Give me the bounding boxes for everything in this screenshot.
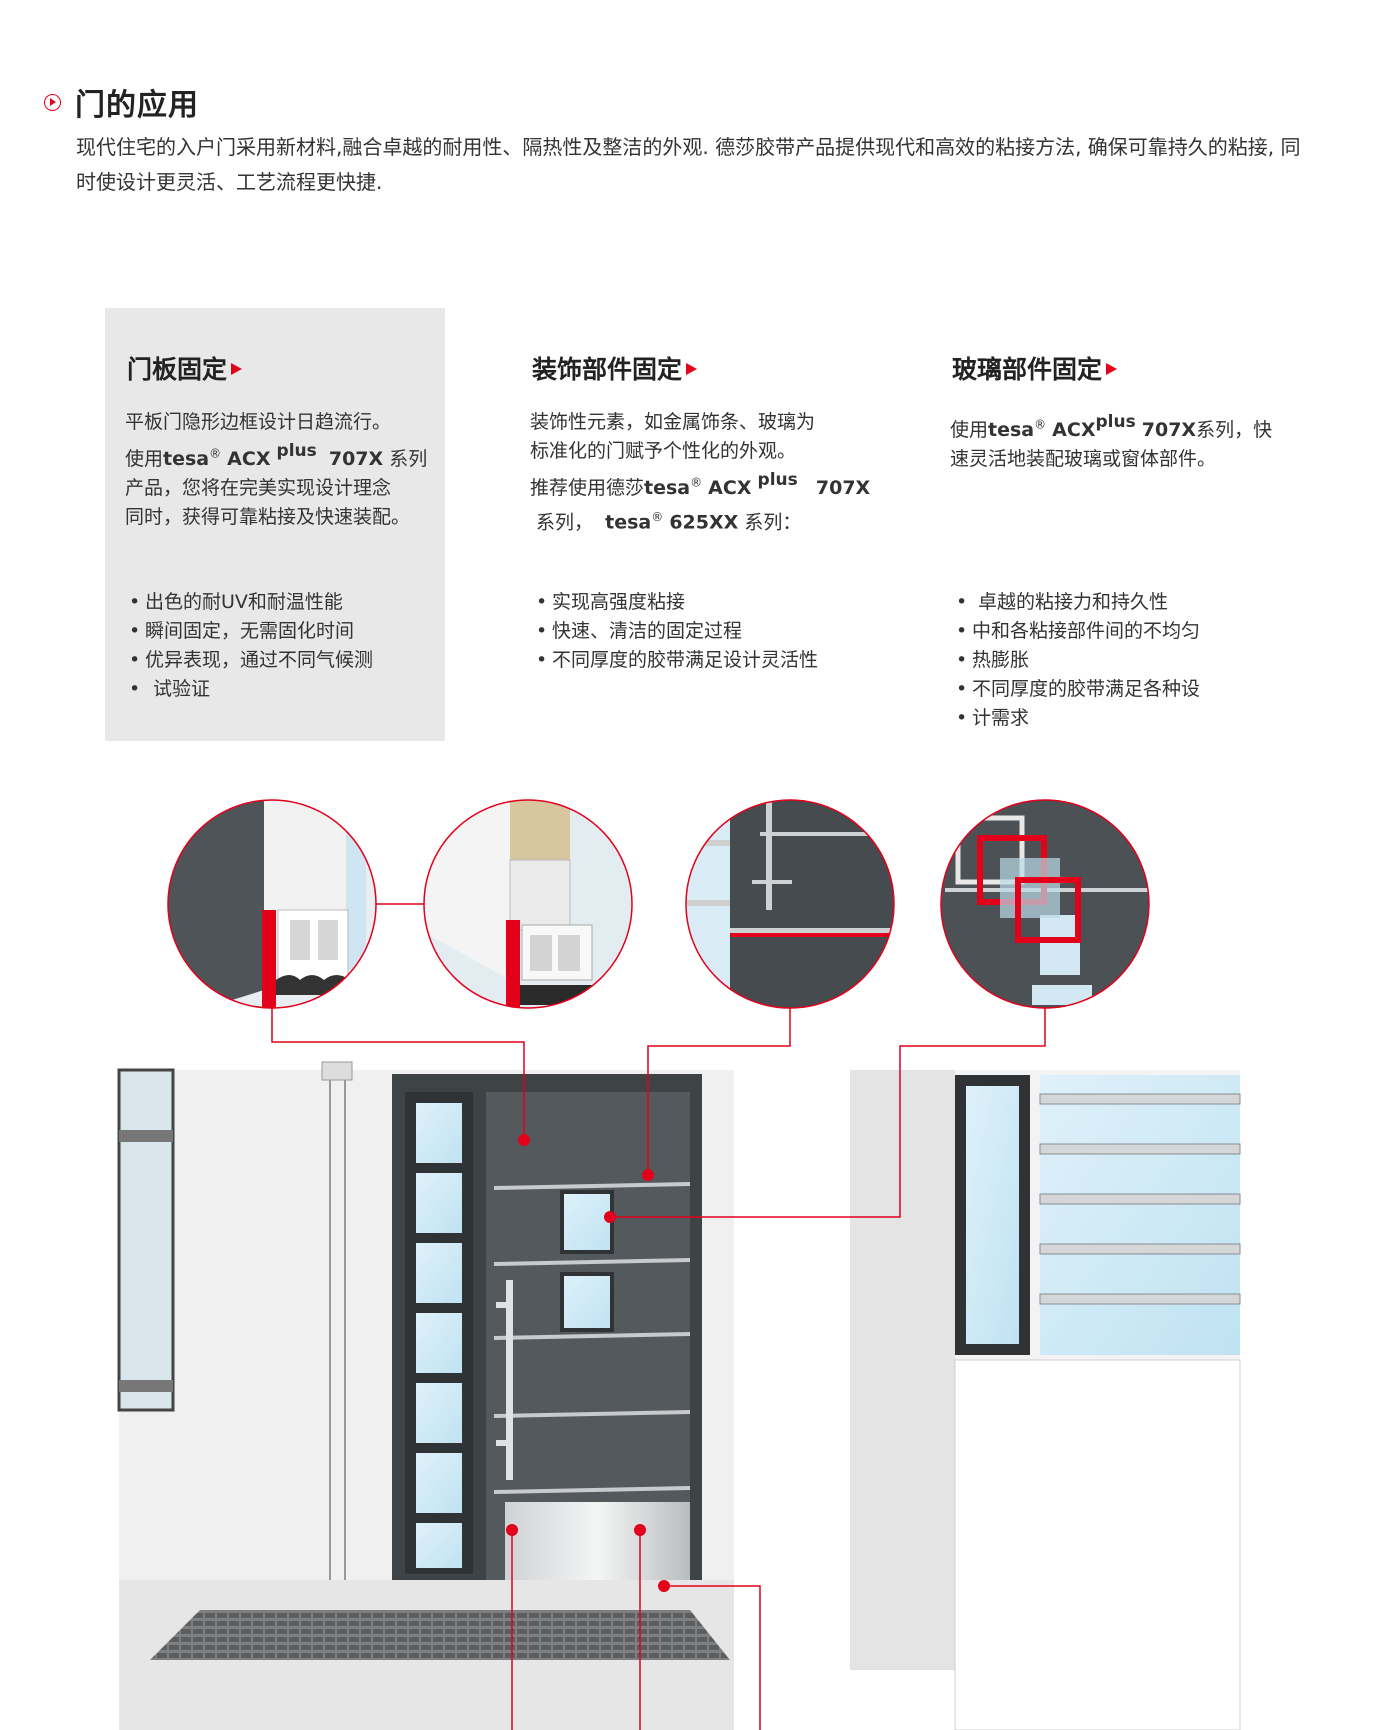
building-base [954, 1359, 1241, 1730]
door-window [560, 1190, 614, 1254]
red-arrow-icon [1106, 363, 1118, 375]
list-item: 热膨胀 [956, 646, 1200, 675]
column-title: 装饰部件固定 [532, 350, 698, 386]
intro-paragraph: 现代住宅的入户门采用新材料,融合卓越的耐用性、隔热性及整洁的外观. 德莎胶带产品… [76, 135, 1301, 194]
feature-list: 实现高强度粘接 快速、清洁的固定过程 不同厚度的胶带满足设计灵活性 [536, 588, 818, 675]
detail-circle-frame [424, 800, 632, 1008]
detail-circle-panel [168, 800, 376, 1008]
handle-mount [496, 1302, 510, 1308]
decor-strips [493, 1182, 691, 1494]
connector-lines [271, 903, 1046, 1730]
list-item: 计需求 [956, 704, 1200, 733]
list-item: 实现高强度粘接 [536, 588, 818, 617]
door-illustration [117, 799, 1241, 1730]
window-frame [119, 1380, 173, 1392]
section-header: 门的应用 [44, 80, 199, 124]
column-description: 使用tesa® ACXplus 707X系列，快 速灵活地装配玻璃或窗体部件。 [950, 412, 1273, 470]
detail-circle-border [940, 799, 1150, 1009]
handle-mount [496, 1440, 510, 1446]
list-item: 卓越的粘接力和持久性 [956, 588, 1200, 617]
list-item: 优异表现，通过不同气候测 [129, 646, 373, 675]
column-title: 玻璃部件固定 [952, 350, 1118, 386]
list-item: 试验证 [129, 675, 373, 704]
column-description: 平板门隐形边框设计日趋流行。 使用tesa® ACX plus 707X 系列 … [125, 411, 428, 528]
feature-list: 卓越的粘接力和持久性 中和各粘接部件间的不均匀 热膨胀 不同厚度的胶带满足各种设… [956, 588, 1200, 733]
column-door-panel: 门板固定 平板门隐形边框设计日趋流行。 使用tesa® ACX plus 707… [105, 308, 445, 741]
detail-circle-border [423, 799, 633, 1009]
window-frame [119, 1130, 173, 1142]
column-description: 装饰性元素，如金属饰条、玻璃为 标准化的门赋予个性化的外观。 推荐使用德莎tes… [530, 411, 871, 534]
section-title: 门的应用 [75, 88, 199, 123]
pipe-bracket [321, 1061, 353, 1081]
list-item: 出色的耐UV和耐温性能 [129, 588, 373, 617]
red-arrow-icon [686, 363, 698, 375]
kick-plate [505, 1502, 690, 1582]
column-decor-parts: 装饰部件固定 装饰性元素，如金属饰条、玻璃为 标准化的门赋予个性化的外观。 推荐… [510, 308, 910, 741]
tall-window-glass [966, 1086, 1019, 1344]
side-window [117, 1068, 175, 1412]
louvre-slats [1039, 1093, 1241, 1305]
list-item: 不同厚度的胶带满足设计灵活性 [536, 646, 818, 675]
red-arrow-icon [231, 363, 243, 375]
marker-dots [506, 1134, 670, 1592]
sidelight-glass [416, 1103, 462, 1568]
louvre-window [1040, 1075, 1240, 1355]
door-window [560, 1272, 614, 1332]
list-item: 中和各粘接部件间的不均匀 [956, 617, 1200, 646]
circle-arrow-icon [44, 93, 61, 111]
door-handle [506, 1280, 513, 1480]
detail-circle-border [685, 799, 895, 1009]
list-item: 快速、清洁的固定过程 [536, 617, 818, 646]
column-glass-parts: 玻璃部件固定 使用tesa® ACXplus 707X系列，快 速灵活地装配玻璃… [930, 308, 1350, 741]
building-wall [850, 1070, 955, 1670]
feature-list: 出色的耐UV和耐温性能 瞬间固定，无需固化时间 优异表现，通过不同气候测 试验证 [129, 588, 373, 704]
detail-circle-strip [686, 800, 894, 1008]
drain-pipe [329, 1062, 346, 1580]
list-item: 不同厚度的胶带满足各种设 [956, 675, 1200, 704]
column-title: 门板固定 [127, 350, 243, 386]
list-item: 瞬间固定，无需固化时间 [129, 617, 373, 646]
detail-circle-border [167, 799, 377, 1009]
door-mat [150, 1610, 730, 1660]
detail-circle-glass [941, 800, 1149, 1008]
